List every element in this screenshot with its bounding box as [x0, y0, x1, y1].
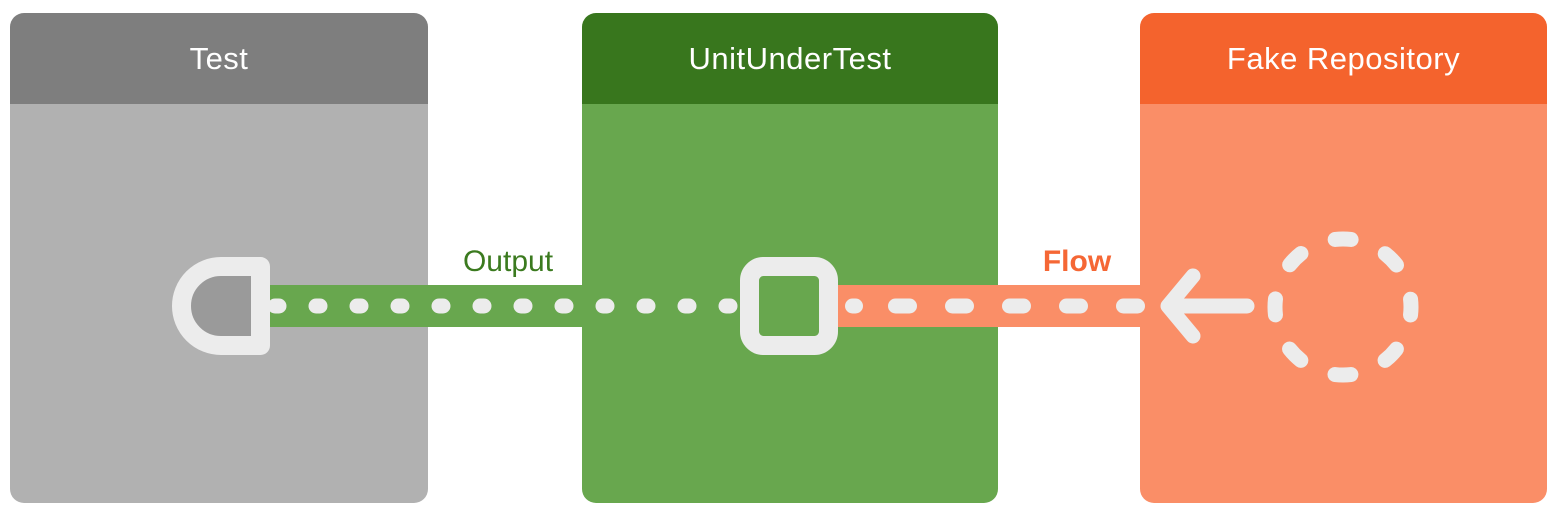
box-unit-under-test-body [582, 104, 998, 503]
box-test-body [10, 104, 428, 503]
dot [513, 298, 533, 314]
dot [431, 298, 451, 314]
flow-label: Flow [1042, 245, 1112, 278]
dot [554, 298, 574, 314]
box-fake-repository-title: Fake Repository [1226, 40, 1461, 76]
dot [472, 298, 492, 314]
box-test: Test [10, 13, 428, 503]
box-test-title: Test [189, 40, 249, 76]
dash [1002, 298, 1031, 314]
box-unit-under-test-title: UnitUnderTest [688, 40, 892, 76]
box-fake-repository: Fake Repository [1140, 13, 1547, 503]
box-fake-repository-header: Fake Repository [1140, 13, 1547, 104]
box-test-header: Test [10, 13, 428, 104]
dash [1059, 298, 1088, 314]
box-fake-repository-body [1140, 104, 1547, 503]
box-unit-under-test-header: UnitUnderTest [582, 13, 998, 104]
output-label: Output [462, 245, 554, 278]
box-unit-under-test: UnitUnderTest [582, 13, 998, 503]
